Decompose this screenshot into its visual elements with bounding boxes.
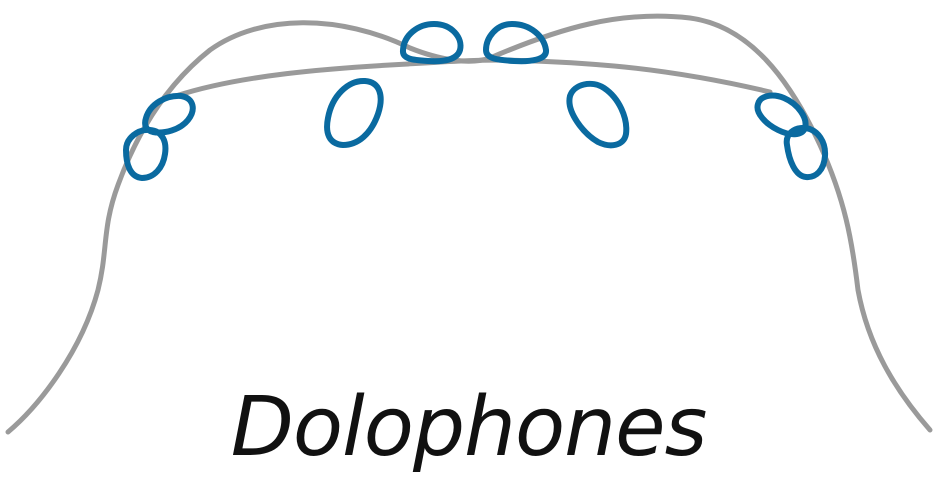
posterior-median-eye-left bbox=[324, 78, 384, 148]
clypeus-line bbox=[173, 57, 773, 99]
anterior-median-eye-left bbox=[400, 21, 464, 65]
posterior-median-eye-right bbox=[566, 80, 630, 149]
carapace-outline bbox=[5, 13, 933, 435]
lateral-eye-left-lower bbox=[123, 126, 169, 181]
lateral-eye-right-lower bbox=[783, 124, 829, 181]
species-label: Dolophones bbox=[230, 380, 708, 475]
anterior-median-eye-right bbox=[483, 21, 549, 65]
